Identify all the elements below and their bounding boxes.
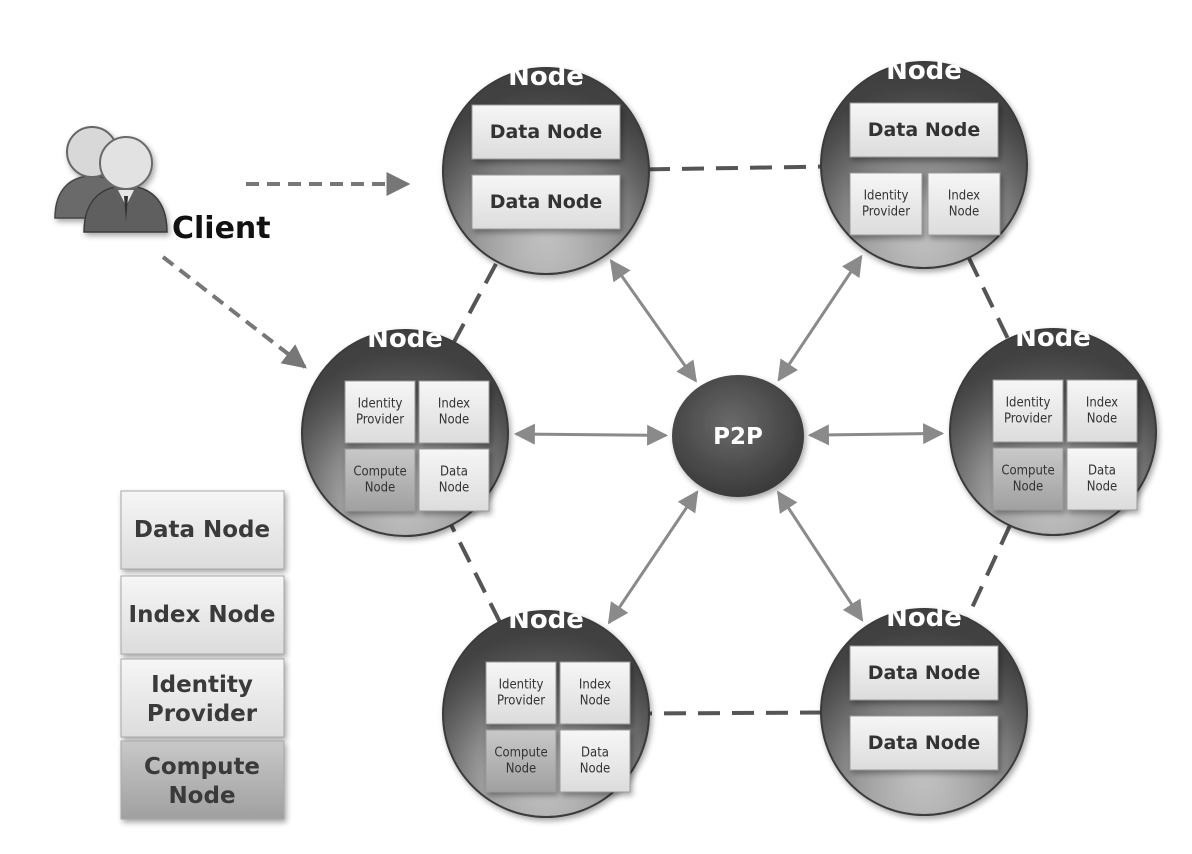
- hub-connection-arrows: [513, 254, 945, 625]
- node-title: Node: [1015, 323, 1091, 353]
- hub-arrow-bottom-left: [607, 490, 699, 625]
- box-label: Data Node: [490, 121, 603, 143]
- box-label: Data Node: [868, 732, 981, 754]
- client-label: Client: [172, 211, 271, 246]
- hub-arrow-top-left: [609, 259, 697, 383]
- node-title: Node: [886, 56, 962, 86]
- hub-arrow-bottom-right: [776, 490, 864, 622]
- node-title: Node: [886, 603, 962, 633]
- node-title: Node: [508, 62, 584, 92]
- hub-arrow-top-right: [777, 254, 863, 382]
- legend-label: Index Node: [129, 602, 276, 628]
- legend-item-data-node: Data Node: [120, 490, 285, 570]
- node-circle-shade: [822, 63, 1026, 267]
- box-data-node: Data Node: [849, 645, 999, 701]
- client: Client: [54, 126, 271, 246]
- box-data-node: Data Node: [471, 104, 621, 160]
- box-data-node: Data Node: [849, 715, 999, 771]
- p2p-hub: P2P: [672, 375, 804, 497]
- node-title: Node: [508, 605, 584, 635]
- box-data-node: Data Node: [471, 174, 621, 230]
- p2p-label: P2P: [713, 424, 763, 450]
- node-title: Node: [367, 324, 443, 354]
- hub-arrow-mid-right: [807, 423, 945, 446]
- legend-item-index-node: Index Node: [120, 575, 285, 655]
- node-circle-shade: [822, 610, 1026, 814]
- box-label: Data Node: [490, 191, 603, 213]
- legend-label: Data Node: [134, 517, 270, 543]
- client-arrow-to-mid-node: [161, 255, 307, 369]
- box-label: Data Node: [868, 662, 981, 684]
- box-data-node: Data Node: [849, 102, 999, 158]
- hub-arrow-mid-left: [513, 423, 669, 446]
- box-label: Data Node: [868, 119, 981, 141]
- node-circle-shade: [444, 69, 648, 273]
- client-request-arrows: [161, 172, 411, 369]
- users-icon: [54, 126, 168, 233]
